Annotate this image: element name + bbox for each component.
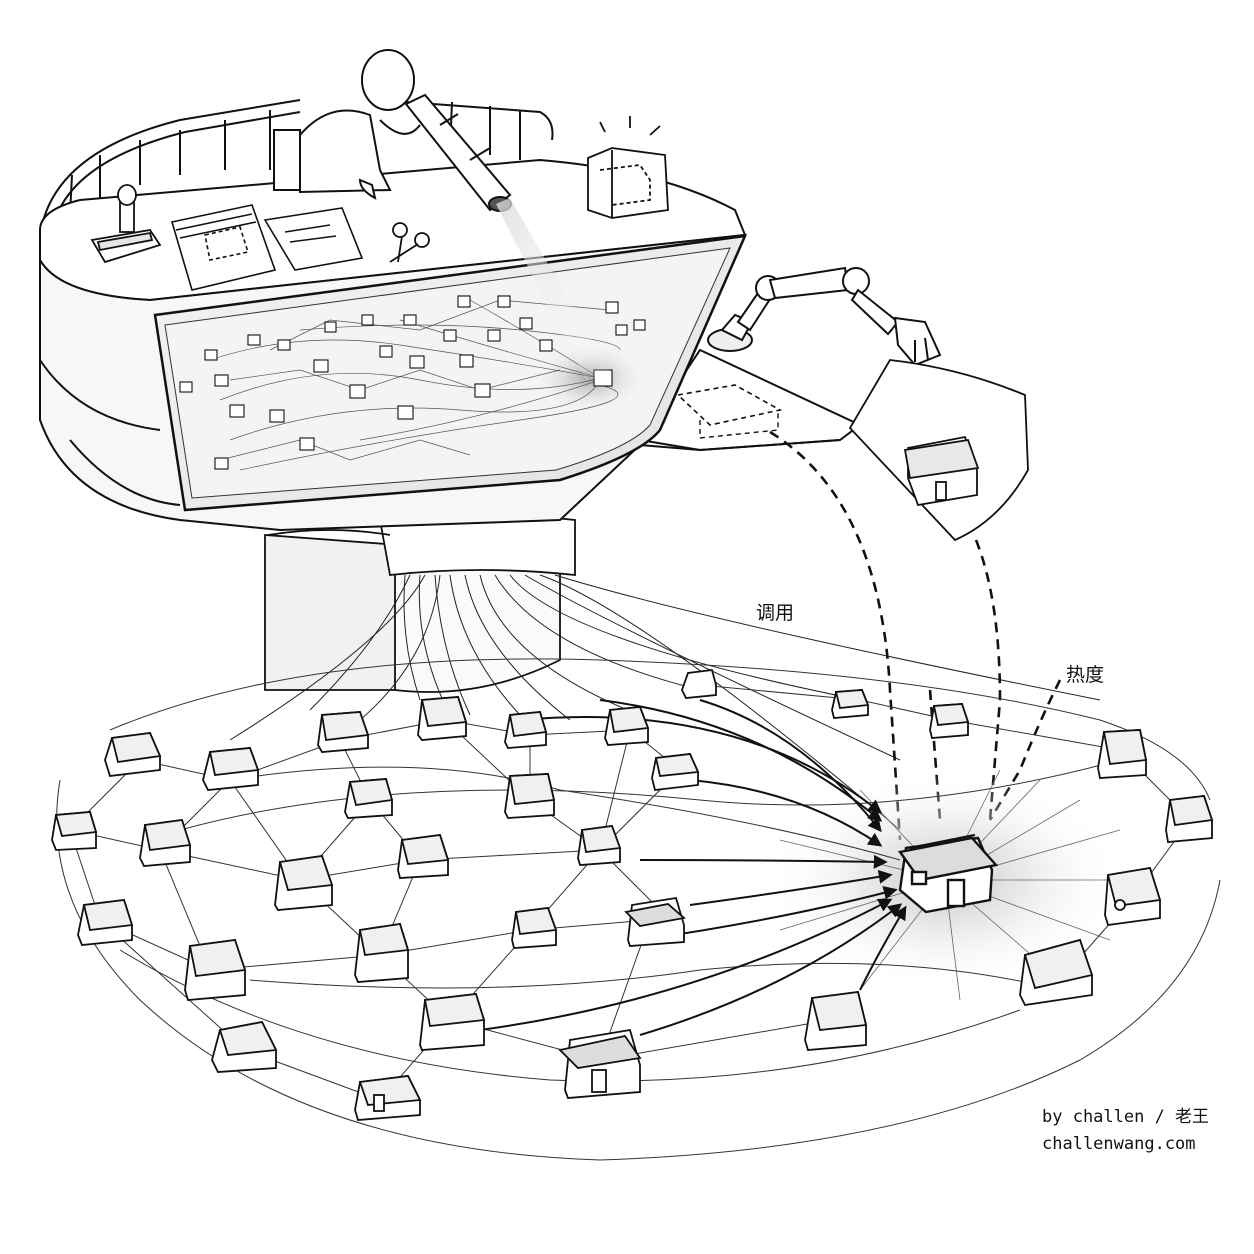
node-box <box>1097 729 1148 779</box>
node-box <box>184 939 247 1001</box>
scissors-icon <box>389 222 430 263</box>
node-box <box>511 907 558 949</box>
node-box <box>211 1020 278 1073</box>
node-box <box>804 991 868 1051</box>
node-box <box>651 753 700 791</box>
node-box <box>417 696 468 741</box>
node-box <box>1104 866 1162 926</box>
glowing-cube <box>587 116 669 219</box>
telescope-beam <box>496 198 612 380</box>
node-box <box>1019 938 1094 1006</box>
node-shop <box>558 1028 642 1099</box>
node-box <box>397 834 450 879</box>
node-box <box>577 825 622 866</box>
node-box <box>504 711 548 749</box>
node-box <box>354 922 410 983</box>
node-box <box>831 689 870 719</box>
stamp-icon <box>90 184 162 264</box>
call-arrows <box>479 699 907 1036</box>
node-box <box>317 711 370 753</box>
pedestal <box>264 514 576 693</box>
observer-figure <box>273 49 421 200</box>
node-box <box>51 811 98 851</box>
network-nodes <box>51 669 1214 1121</box>
node-box <box>202 747 260 791</box>
node-box <box>419 993 486 1051</box>
monitor-screen <box>153 234 748 512</box>
author-credit: by challen / 老王 <box>1042 1107 1210 1127</box>
node-box <box>604 706 650 746</box>
node-box <box>929 703 970 739</box>
hub-shop <box>897 833 999 914</box>
node-box <box>504 773 556 819</box>
template-outline <box>676 384 783 426</box>
node-box <box>1165 795 1214 843</box>
node-box <box>139 819 192 867</box>
node-box <box>274 855 334 911</box>
invoke-label: 调用 <box>756 602 795 624</box>
node-box <box>77 899 134 946</box>
paper-sheet <box>263 207 364 271</box>
node-box <box>681 669 717 699</box>
pedestal-cables <box>229 574 1101 831</box>
node-box <box>104 732 162 777</box>
robot-arm <box>707 266 942 367</box>
node-shop <box>624 896 686 947</box>
output-sheet <box>848 359 1029 542</box>
site-credit: challenwang.com <box>1042 1134 1196 1154</box>
node-box <box>354 1075 422 1121</box>
node-box <box>344 778 394 819</box>
document-stack <box>170 204 277 291</box>
heat-label: 热度 <box>1066 664 1105 686</box>
